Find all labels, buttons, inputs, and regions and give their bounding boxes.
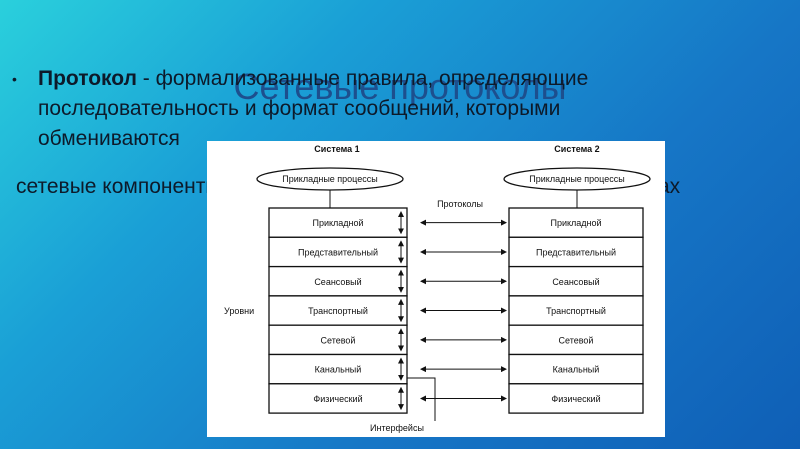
layer-box-right <box>508 295 644 326</box>
app-process-label-2: Прикладные процессы <box>529 174 624 184</box>
layer-label-right: Сетевой <box>559 335 594 345</box>
osi-diagram: Система 1 Система 2 Прикладные процессы … <box>207 141 665 437</box>
layer-box-left <box>268 353 408 385</box>
layer-box-right <box>508 383 644 414</box>
layer-label-right: Прикладной <box>550 218 601 228</box>
layer-label-right: Канальный <box>553 365 600 375</box>
layer-box-right <box>508 207 644 238</box>
system2-label: Система 2 <box>554 144 599 154</box>
layer-box-right <box>508 324 644 356</box>
layer-box-left <box>268 324 408 356</box>
layer-label-left: Физический <box>313 394 362 404</box>
interfaces-bracket <box>405 377 436 421</box>
layer-label-right: Сеансовый <box>552 277 599 287</box>
layer-box-left <box>268 383 408 414</box>
layer-label-right: Физический <box>551 394 600 404</box>
slide-title: Сетевые протоколы <box>233 66 567 107</box>
layer-label-left: Канальный <box>315 365 362 375</box>
layer-label-left: Прикладной <box>312 218 363 228</box>
layer-box-left <box>268 295 408 326</box>
layer-label-left: Сеансовый <box>314 277 361 287</box>
layer-label-left: Транспортный <box>308 306 368 316</box>
layer-label-right: Представительный <box>536 247 616 257</box>
bullet-dot-icon: • <box>12 71 17 87</box>
layer-box-left <box>268 207 408 238</box>
layer-label-left: Сетевой <box>321 335 356 345</box>
bullet-text: Протокол - формализованные правила, опре… <box>38 64 696 154</box>
layer-box-right <box>508 353 644 385</box>
layer-label-left: Представительный <box>298 247 378 257</box>
layer-box-left <box>268 265 408 297</box>
interfaces-label: Интерфейсы <box>370 423 424 433</box>
levels-label: Уровни <box>224 306 254 316</box>
bullet-paragraph: • Протокол - формализованные правила, оп… <box>12 64 696 154</box>
app-process-label-1: Прикладные процессы <box>282 174 377 184</box>
protocols-label: Протоколы <box>437 199 483 209</box>
bullet-term: Протокол <box>38 67 137 90</box>
layer-label-right: Транспортный <box>546 306 606 316</box>
system1-label: Система 1 <box>314 144 359 154</box>
bullet-definition: - формализованные правила, определяющие … <box>38 67 589 150</box>
layer-box-right <box>508 265 644 297</box>
